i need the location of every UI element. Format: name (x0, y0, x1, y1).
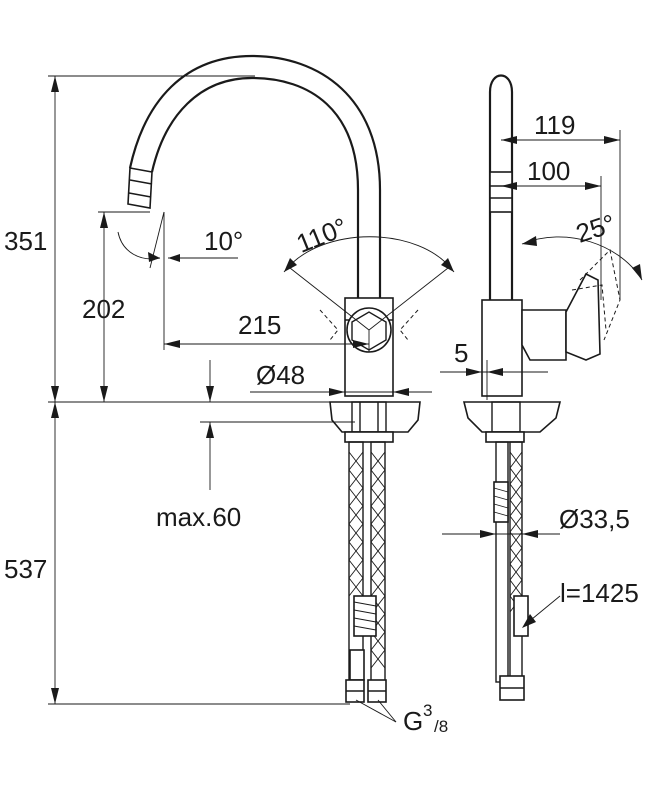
side-dimensions: 119 100 25° 5 Ø33,5 l=1425 (440, 110, 643, 628)
supply-hoses (345, 441, 387, 703)
dim-5-label: 5 (454, 338, 468, 368)
spout-inner-outline (128, 54, 382, 300)
dim-g38-sub: /8 (434, 717, 448, 736)
dim-202-label: 202 (82, 294, 125, 324)
dim-max60-label: max.60 (156, 502, 241, 532)
side-spout-tube (488, 74, 514, 300)
dim-10deg-label: 10° (204, 226, 243, 256)
dim-l1425-label: l=1425 (560, 578, 639, 608)
faucet-base (329, 401, 421, 433)
side-view (462, 74, 621, 701)
dim-25deg-label: 25° (572, 208, 619, 249)
dim-537-label: 537 (4, 554, 47, 584)
dim-351-label: 351 (4, 226, 47, 256)
side-lever-housing (521, 309, 567, 361)
spout-nozzle (127, 167, 153, 209)
spout-outer-outline (150, 76, 360, 300)
dim-g38-sup: 3 (423, 701, 432, 720)
dim-g38-label: G (403, 706, 423, 736)
dim-100-label: 100 (527, 156, 570, 186)
side-body (481, 299, 523, 397)
dim-d335-label: Ø33,5 (559, 504, 630, 534)
dim-215-label: 215 (238, 310, 281, 340)
side-lever (565, 272, 601, 361)
front-view (127, 54, 421, 703)
dim-119-label: 119 (534, 110, 575, 140)
dim-d48-label: Ø48 (256, 360, 305, 390)
side-base (462, 401, 562, 433)
dim-110deg-label: 110° (292, 212, 351, 259)
side-supply-hoses (493, 441, 529, 701)
